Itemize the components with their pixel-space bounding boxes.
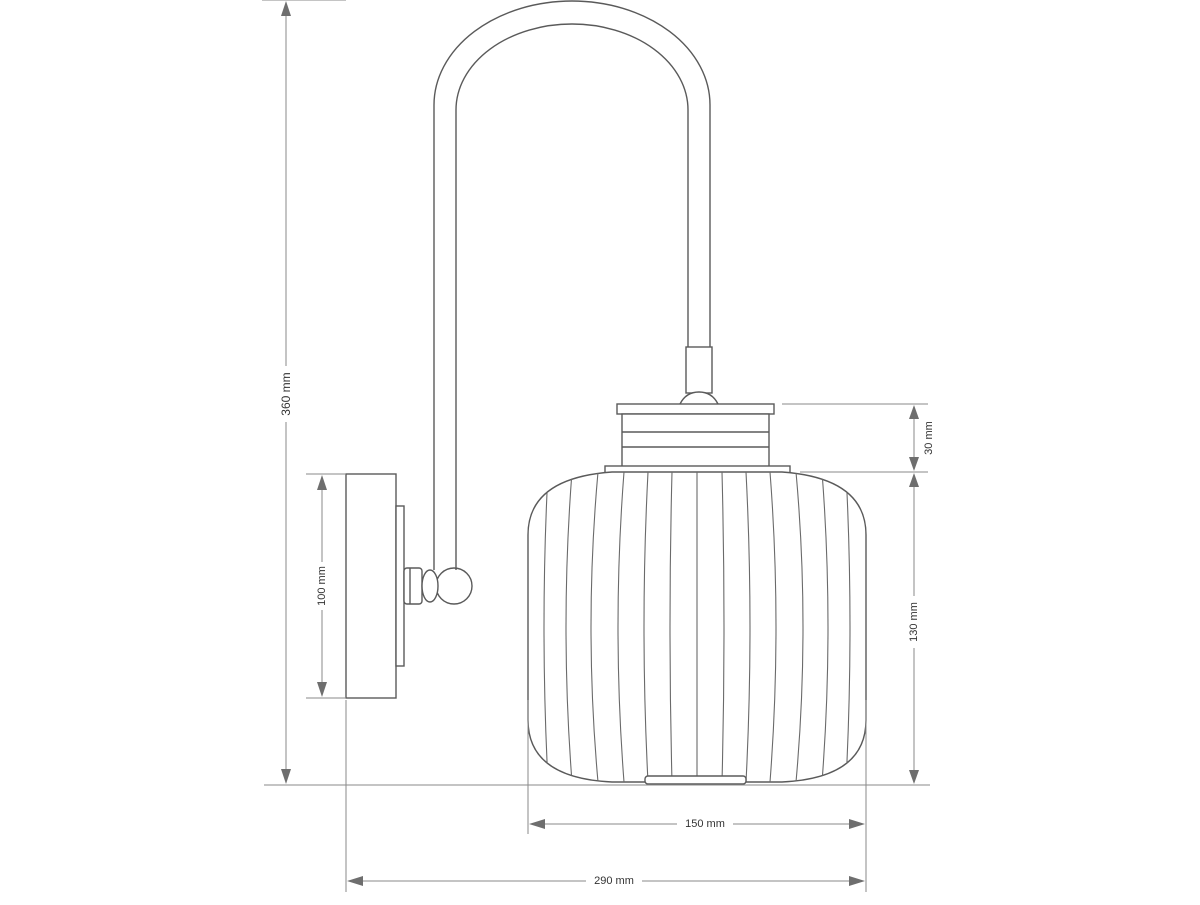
- dimension-labels: 360 mm 100 mm 30 mm 130 mm 150 mm 290 mm: [276, 366, 938, 890]
- curved-arm: [433, 0, 711, 570]
- wall-plate: [345, 473, 405, 699]
- plate-height-label: 100 mm: [316, 566, 328, 606]
- total-height-label: 360 mm: [279, 372, 293, 415]
- total-depth-label: 290 mm: [594, 875, 634, 887]
- dimension-arrows: [281, 1, 919, 886]
- ribbed-glass-shade: [527, 471, 867, 785]
- lamp-outline: [345, 0, 867, 785]
- lamp-holder: [604, 403, 791, 474]
- arm-joint: [403, 567, 473, 605]
- arm-sleeve: [679, 346, 719, 405]
- holder-height-label: 30 mm: [923, 421, 935, 455]
- shade-height-label: 130 mm: [908, 602, 920, 642]
- shade-width-label: 150 mm: [685, 818, 725, 830]
- curved-arm-inner: [455, 23, 689, 570]
